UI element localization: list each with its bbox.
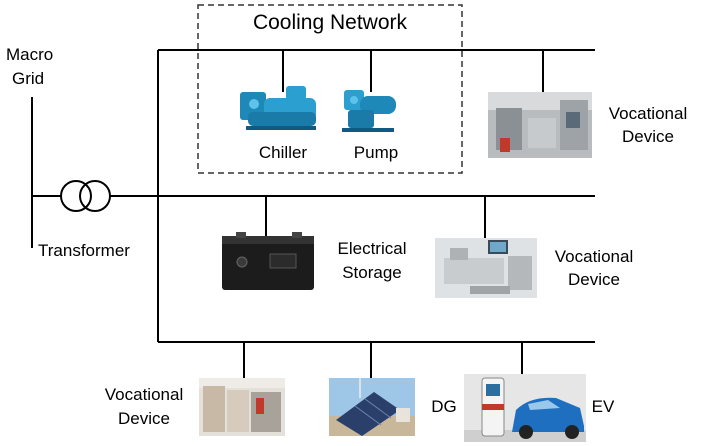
cooling-network-title: Cooling Network	[252, 11, 408, 34]
vocational-device-bottom-label-line2: Device	[118, 409, 170, 428]
chiller-label: Chiller	[258, 143, 308, 162]
vocational-device-middle-label-line2: Device	[568, 270, 620, 289]
vocational-device-top-image	[488, 92, 592, 158]
vocational-device-middle-label-line1: Vocational	[554, 247, 634, 266]
transformer-label: Transformer	[38, 241, 130, 260]
vocational-device-bottom-label-line1: Vocational	[104, 385, 184, 404]
vocational-device-top-label-line2: Device	[622, 127, 674, 146]
dg-solar-image	[329, 378, 415, 436]
macro-grid-label-line2: Grid	[12, 69, 45, 88]
ev-label: EV	[591, 397, 615, 416]
electrical-storage-label-line1: Electrical	[337, 239, 407, 258]
pump-icon	[342, 90, 396, 132]
macro-grid-label-line1: Macro	[6, 45, 54, 64]
dg-label: DG	[431, 397, 457, 416]
vocational-device-top-label-line1: Vocational	[608, 104, 688, 123]
pump-label: Pump	[353, 143, 399, 162]
cooling-network-box	[197, 4, 463, 174]
chiller-icon	[240, 86, 316, 130]
electrical-storage-label-line2: Storage	[342, 263, 402, 282]
vocational-device-bottom-image	[199, 378, 285, 436]
battery-icon	[222, 232, 314, 290]
vocational-device-middle-image	[435, 238, 537, 298]
transformer-icon	[60, 180, 111, 212]
ev-charging-image	[464, 374, 586, 442]
